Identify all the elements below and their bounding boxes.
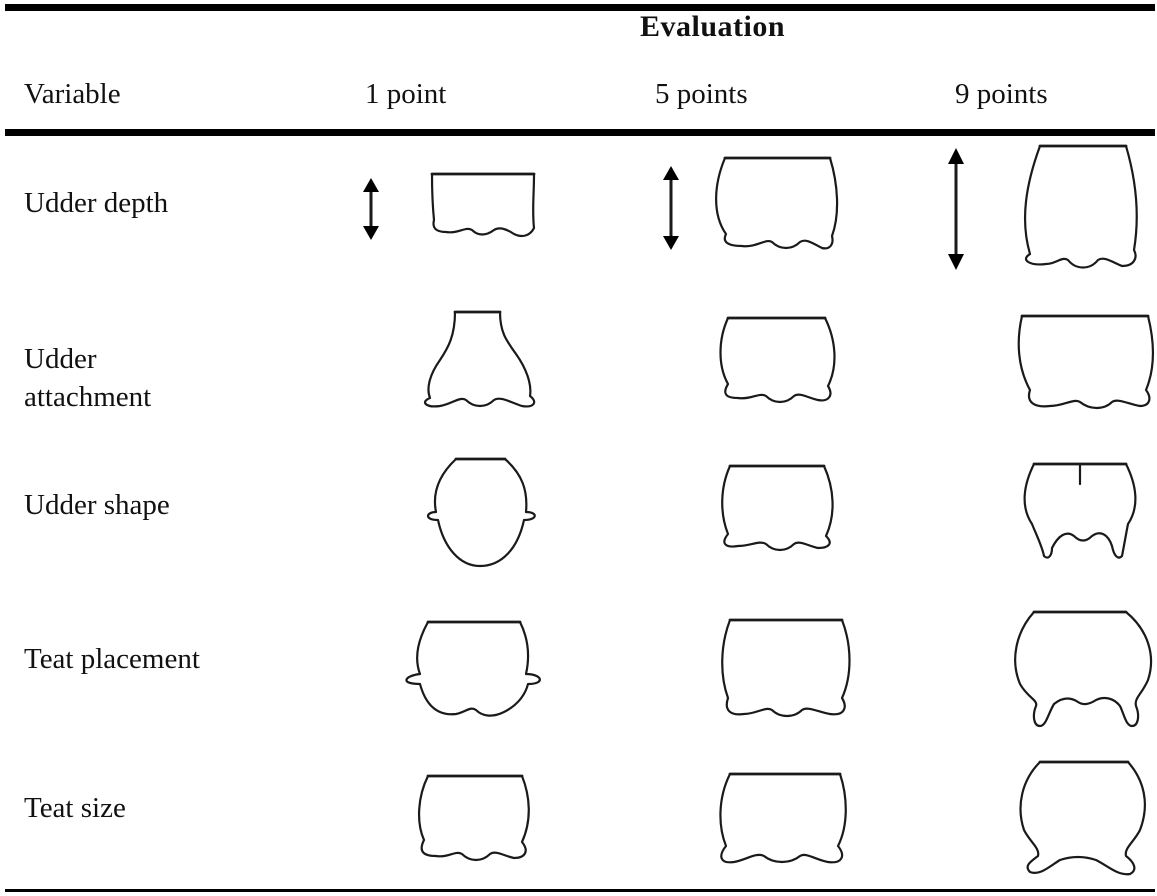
udder-outline-icon: [1014, 610, 1153, 728]
top-rule: [5, 4, 1155, 11]
column-header-1-point: 1 point: [365, 78, 447, 110]
row-label-teat-placement: Teat placement: [24, 643, 200, 675]
row-label-udder-attachment-line2: attachment: [24, 381, 152, 413]
udder-outline-icon: [423, 310, 536, 408]
udder-outline-icon: [715, 156, 839, 250]
row-label-udder-depth: Udder depth: [24, 187, 169, 219]
row-label-udder-shape: Udder shape: [24, 489, 170, 521]
udder-outline-icon: [1023, 144, 1138, 269]
row-label-udder-attachment-line1: Udder: [24, 343, 97, 375]
udder-outline-icon: [405, 620, 541, 717]
udder-outline-icon: [719, 772, 847, 864]
bottom-rule: [5, 889, 1155, 892]
udder-outline-icon: [417, 774, 530, 862]
row-label-teat-size: Teat size: [24, 792, 126, 824]
column-header-5-points: 5 points: [655, 78, 748, 110]
column-header-9-points: 9 points: [955, 78, 1048, 110]
udder-outline-icon: [719, 316, 836, 404]
udder-outline-icon: [1019, 760, 1146, 876]
depth-arrow-icon: [948, 148, 964, 270]
column-header-variable: Variable: [24, 78, 121, 110]
udder-outline-icon: [721, 618, 851, 718]
depth-arrow-icon: [363, 178, 379, 240]
udder-outline-icon: [426, 457, 536, 568]
udder-outline-icon: [721, 464, 834, 552]
evaluation-header: Evaluation: [640, 10, 786, 43]
udder-outline-icon: [1017, 314, 1155, 410]
udder-outline-icon: [430, 172, 536, 238]
udder-outline-icon: [1023, 462, 1137, 559]
header-rule: [5, 129, 1155, 136]
depth-arrow-icon: [663, 166, 679, 250]
